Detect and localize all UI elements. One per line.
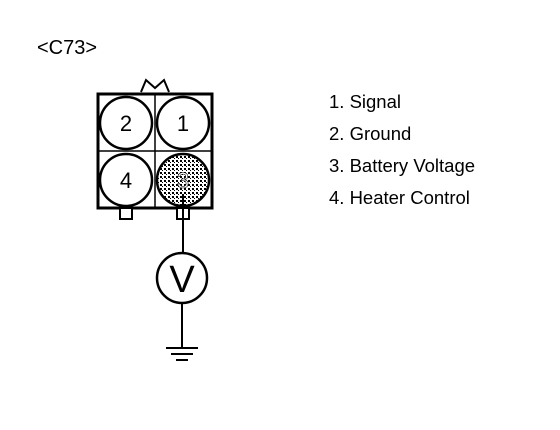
pin-3-number: 3 xyxy=(177,168,189,193)
voltmeter-symbol: V xyxy=(169,259,195,301)
pin-2-number: 2 xyxy=(120,111,132,136)
terminal-tab-left xyxy=(119,207,133,220)
legend-item-signal: 1. Signal xyxy=(329,91,401,112)
ground-icon xyxy=(166,347,198,361)
pin-1-number: 1 xyxy=(177,111,189,136)
legend-item-heater-control: 4. Heater Control xyxy=(329,187,470,208)
legend-item-ground: 2. Ground xyxy=(329,123,412,144)
pin-4-cavity xyxy=(98,152,154,208)
legend-item-battery-voltage: 3. Battery Voltage xyxy=(329,155,476,176)
pin-4-number: 4 xyxy=(120,168,132,193)
pin-2-cavity xyxy=(98,95,154,151)
pin-legend: 1. Signal 2. Ground 3. Battery Voltage 4… xyxy=(329,86,475,214)
pin-1-cavity xyxy=(155,95,211,151)
connector-label: <C73> xyxy=(37,37,98,59)
connector-lock-tab xyxy=(140,78,170,93)
